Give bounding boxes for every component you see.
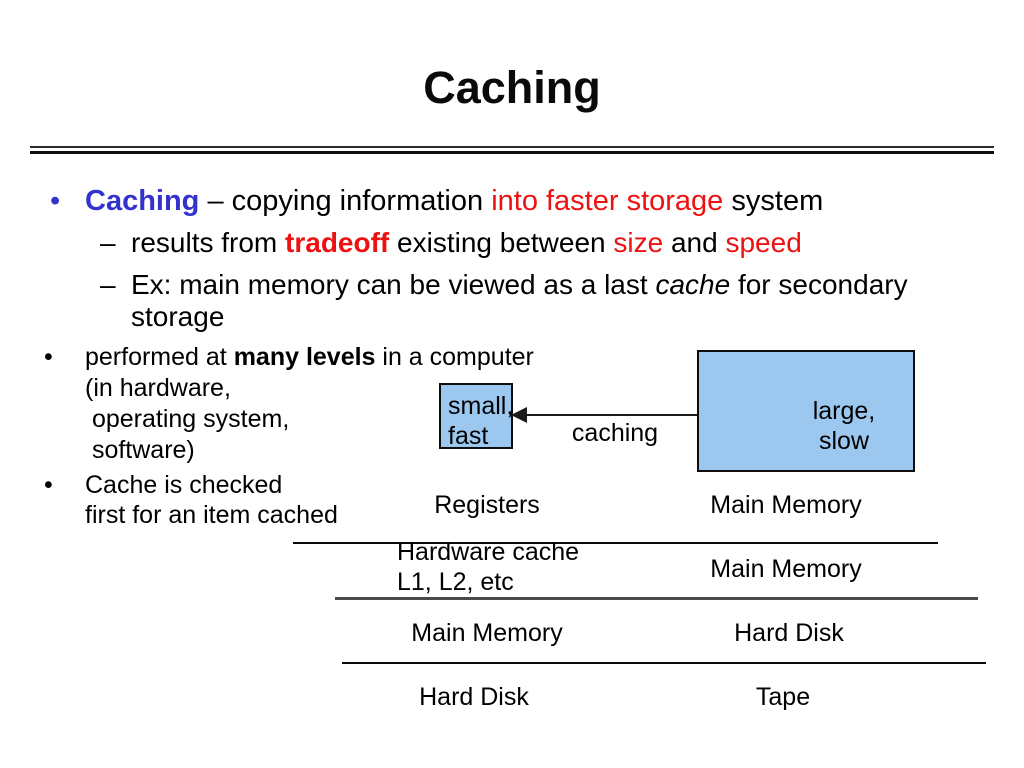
hierarchy-r3-right: Hard Disk (734, 619, 844, 647)
small-box-line2: fast (448, 422, 489, 450)
bullet-3-line1: Cache is checked (85, 471, 283, 499)
b2-seg: performed at (85, 343, 234, 371)
large-box-line1: large, (812, 397, 876, 425)
bullet-2-line2: (in hardware, (85, 374, 231, 402)
title-rule (30, 146, 994, 154)
large-box-text: large, slow (779, 396, 909, 456)
bullet-3-line2: first for an item cached (85, 501, 338, 529)
hierarchy-r1-left: Registers (434, 491, 540, 519)
slide-title: Caching (423, 62, 601, 113)
bullet-2-line4: software) (85, 436, 195, 464)
bullet-1-red: into faster storage (491, 185, 724, 217)
hierarchy-divider-3 (342, 662, 986, 664)
sub-bullet-1-marker: – (100, 227, 116, 258)
bullet-2-text: performed at many levels in a computer (… (85, 342, 534, 466)
caching-arrow-label: caching (571, 419, 659, 447)
b2-seg2: in a computer (375, 343, 534, 371)
sub2-line2: storage (131, 301, 225, 332)
hierarchy-divider-2 (335, 597, 978, 600)
hierarchy-r2-left: Hardware cache L1, L2, etc (397, 537, 579, 597)
bullet-3-marker: • (44, 471, 53, 499)
hierarchy-r2-left-line1: Hardware cache (397, 538, 580, 566)
sub1-seg2: existing between (389, 227, 614, 258)
small-box-line1: small, (448, 392, 514, 420)
hierarchy-r3-left: Main Memory (411, 619, 563, 647)
small-fast-box: small, fast (439, 383, 514, 450)
hierarchy-r4-right: Tape (755, 683, 811, 711)
sub2-seg: Ex: main memory can be viewed as a last (131, 269, 656, 300)
bullet-1-text: Caching – copying information into faste… (85, 184, 823, 218)
hierarchy-r1-right: Main Memory (710, 491, 862, 519)
caching-term: Caching (85, 185, 200, 217)
hierarchy-divider-1 (293, 542, 938, 544)
hierarchy-r2-right: Main Memory (710, 555, 862, 583)
caching-arrow-head-icon (511, 407, 527, 423)
hierarchy-r2-left-line2: L1, L2, etc (397, 568, 514, 596)
sub2-seg2: for secondary (730, 269, 908, 300)
bullet-1-seg2: system (723, 185, 824, 217)
large-box-line2: slow (818, 427, 869, 455)
bullet-1-seg: – copying information (199, 185, 492, 217)
bullet-1-marker: • (50, 185, 61, 217)
many-levels-bold: many levels (233, 343, 376, 371)
large-slow-box: large, slow (697, 350, 915, 472)
sub-bullet-1-text: results from tradeoff existing between s… (131, 227, 802, 259)
bullet-2-marker: • (44, 343, 53, 371)
sub2-line1: Ex: main memory can be viewed as a last … (131, 269, 908, 301)
size-term: size (613, 227, 664, 258)
sub-bullet-2-marker: – (100, 269, 116, 300)
speed-term: speed (725, 227, 802, 258)
bullet-2-line1: performed at many levels in a computer (85, 342, 534, 373)
sub-bullet-2-text: Ex: main memory can be viewed as a last … (131, 269, 908, 333)
tradeoff-term: tradeoff (285, 227, 390, 258)
sub1-seg3: and (663, 227, 726, 258)
hierarchy-r4-left: Hard Disk (419, 683, 529, 711)
bullet-2-line3: operating system, (85, 405, 290, 433)
caching-arrow-line (524, 414, 697, 416)
bullet-3-text: Cache is checked first for an item cache… (85, 470, 338, 530)
sub1-seg: results from (131, 227, 286, 258)
cache-italic: cache (655, 269, 731, 300)
